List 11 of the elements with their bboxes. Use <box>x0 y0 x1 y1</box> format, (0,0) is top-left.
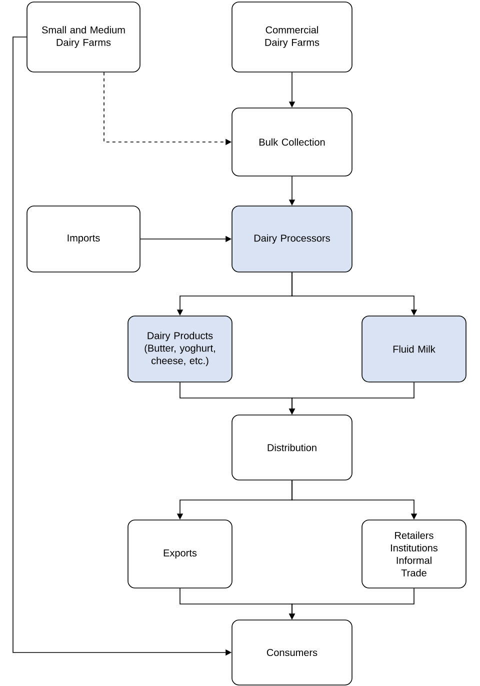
process-box: Retailers Institutions Informal Trade <box>362 520 466 588</box>
process-box: Dairy Products (Butter, yoghurt, cheese, etc.) <box>128 316 232 382</box>
process-box: Commercial Dairy Farms <box>232 2 352 72</box>
process-box: Distribution <box>232 414 352 480</box>
process-box: Bulk Collection <box>232 108 352 176</box>
process-box: Exports <box>128 520 232 588</box>
process-box: Fluid Milk <box>362 316 466 382</box>
process-box: Small and Medium Dairy Farms <box>26 2 140 72</box>
process-box: Consumers <box>232 620 352 686</box>
process-box: Dairy Processors <box>232 206 352 272</box>
process-box: Imports <box>26 206 140 272</box>
